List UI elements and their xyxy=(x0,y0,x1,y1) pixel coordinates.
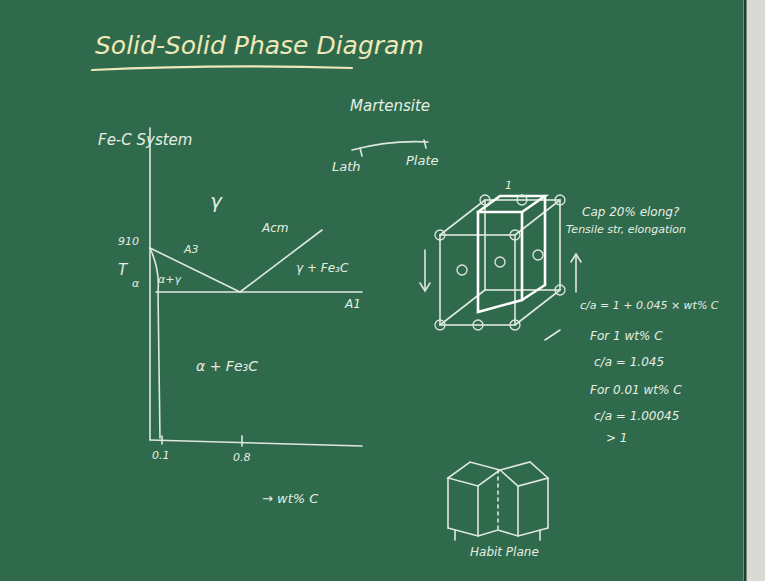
axis-label: T xyxy=(118,262,127,279)
line-label: A1 xyxy=(345,298,361,312)
phase-label: γ + Fe₃C xyxy=(296,262,348,276)
equation: c/a = 1.045 xyxy=(594,356,664,370)
equation: c/a = 1 + 0.045 × wt% C xyxy=(580,300,719,313)
callout-number: 1 xyxy=(505,180,512,193)
topic-label: Martensite xyxy=(350,98,430,115)
system-label: Fe-C System xyxy=(98,132,192,149)
equation: > 1 xyxy=(606,432,628,446)
phase-label: α+γ xyxy=(158,274,181,287)
note: For 1 wt% C xyxy=(590,330,663,344)
equation: c/a = 1.00045 xyxy=(594,410,679,424)
morphology-label: Lath xyxy=(332,160,361,175)
board-title: Solid-Solid Phase Diagram xyxy=(95,32,424,61)
temperature-value: 910 xyxy=(118,236,139,249)
line-label: A3 xyxy=(184,244,199,257)
axis-tick: 0.8 xyxy=(233,452,251,465)
axis-label: → wt% C xyxy=(262,492,318,507)
note: For 0.01 wt% C xyxy=(590,384,682,398)
morphology-label: Plate xyxy=(406,154,439,169)
part-label: Habit Plane xyxy=(470,546,539,560)
axis-tick: 0.1 xyxy=(152,450,170,463)
phase-label: α + Fe₃C xyxy=(196,358,258,374)
note: Tensile str, elongation xyxy=(566,224,686,237)
line-label: Acm xyxy=(262,222,289,236)
phase-label: α xyxy=(132,278,139,291)
phase-label: γ xyxy=(210,190,222,213)
chalkboard xyxy=(0,0,745,581)
note: Cap 20% elong? xyxy=(582,206,679,220)
